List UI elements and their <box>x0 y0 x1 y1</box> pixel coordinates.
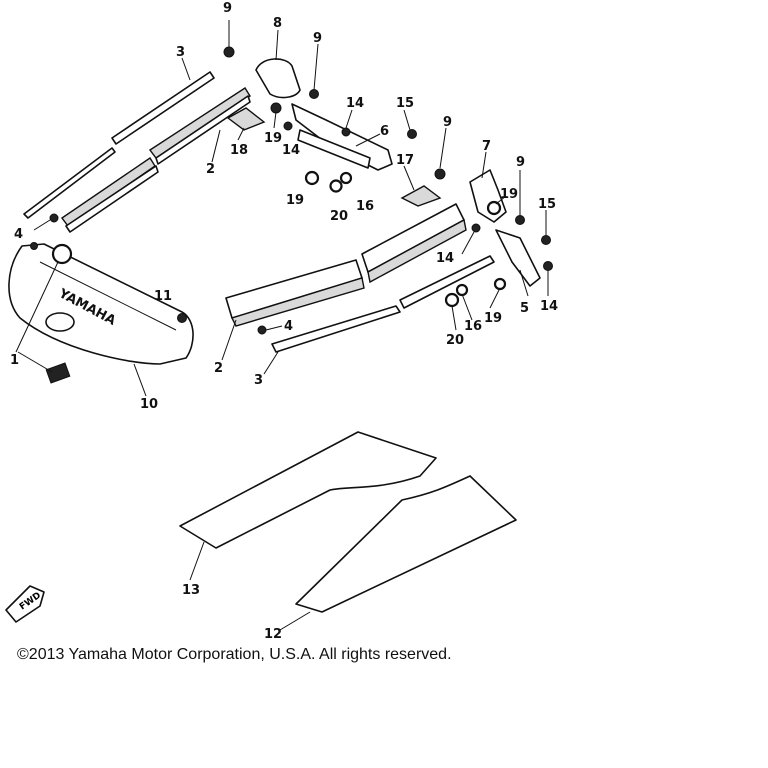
callout-16: 16 <box>464 319 482 334</box>
callout-4: 4 <box>14 227 23 242</box>
callout-11: 11 <box>154 289 172 304</box>
callout-17: 17 <box>396 153 414 168</box>
callout-9: 9 <box>516 155 525 170</box>
hardware <box>30 46 553 384</box>
floor-mat-13 <box>179 431 437 549</box>
callout-4: 4 <box>284 319 293 334</box>
callout-14: 14 <box>282 143 300 158</box>
bracket-center <box>226 58 393 171</box>
callout-7: 7 <box>482 139 491 154</box>
callout-1: 1 <box>10 353 19 368</box>
callout-9: 9 <box>223 1 232 16</box>
floor-mat-12 <box>295 475 517 613</box>
callout-2: 2 <box>214 361 223 376</box>
callout-13: 13 <box>182 583 200 598</box>
leader-lines <box>15 20 549 631</box>
fwd-arrow-icon: FWD <box>5 585 45 623</box>
callout-16: 16 <box>356 199 374 214</box>
callout-3: 3 <box>254 373 263 388</box>
callout-19: 19 <box>500 187 518 202</box>
callout-14: 14 <box>346 96 364 111</box>
callout-20: 20 <box>330 209 348 224</box>
copyright-notice: ©2013 Yamaha Motor Corporation, U.S.A. A… <box>17 646 452 663</box>
callout-6: 6 <box>380 124 389 139</box>
callout-19: 19 <box>484 311 502 326</box>
callout-10: 10 <box>140 397 158 412</box>
callout-15: 15 <box>538 197 556 212</box>
callout-3: 3 <box>176 45 185 60</box>
callout-15: 15 <box>396 96 414 111</box>
bracket-right <box>400 169 541 287</box>
callout-18: 18 <box>230 143 248 158</box>
callout-2: 2 <box>206 162 215 177</box>
callout-14: 14 <box>540 299 558 314</box>
callout-14: 14 <box>436 251 454 266</box>
front-bumper: YAMAHA <box>8 243 194 365</box>
rail-right-lower <box>225 203 495 353</box>
callout-20: 20 <box>446 333 464 348</box>
callout-19: 19 <box>286 193 304 208</box>
rail-left-upper <box>23 71 251 233</box>
callout-5: 5 <box>520 301 529 316</box>
callout-9: 9 <box>313 31 322 46</box>
callout-12: 12 <box>264 627 282 642</box>
callout-8: 8 <box>273 16 282 31</box>
callout-9: 9 <box>443 115 452 130</box>
callout-19: 19 <box>264 131 282 146</box>
